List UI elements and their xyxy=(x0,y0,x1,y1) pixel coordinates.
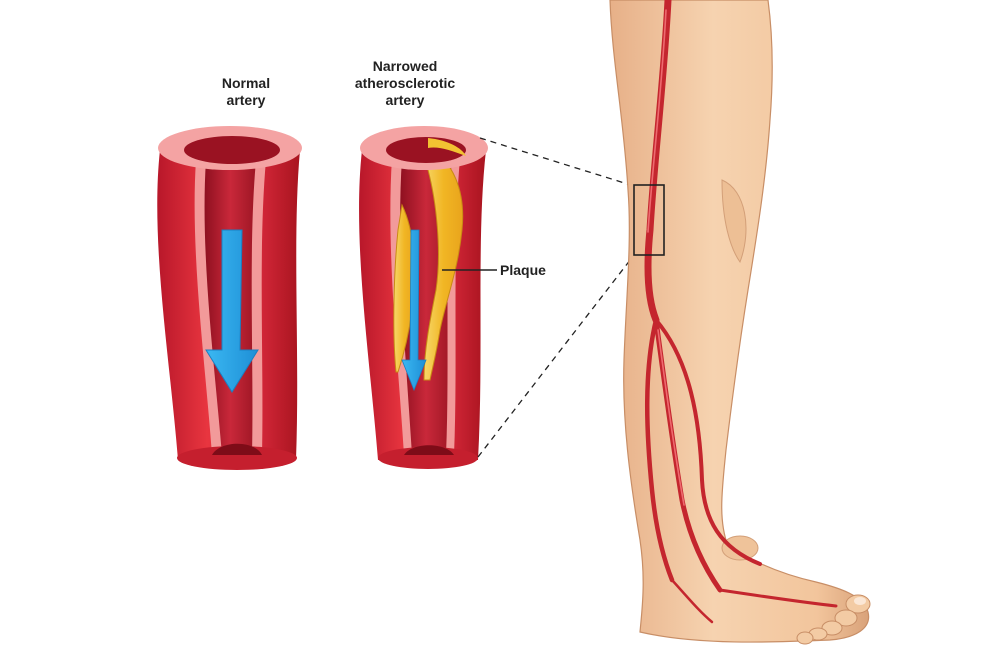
down-arrow-icon xyxy=(205,229,259,393)
label-narrowed-artery: Narrowed atherosclerotic artery xyxy=(340,58,470,109)
normal-artery xyxy=(157,126,302,470)
label-narrowed-line-2: atherosclerotic xyxy=(354,75,456,91)
label-plaque: Plaque xyxy=(500,262,546,278)
zoom-line-bottom xyxy=(477,254,635,458)
knee-contour xyxy=(721,179,747,264)
label-narrowed-line-1: Narrowed xyxy=(372,58,438,74)
label-normal-artery: Normal artery xyxy=(196,75,296,109)
peroneal-artery xyxy=(654,318,762,566)
leg-silhouette xyxy=(609,0,870,643)
narrowed-artery-bottom-rim xyxy=(378,447,478,469)
down-arrow-icon xyxy=(401,229,427,392)
narrowed-artery xyxy=(359,126,497,469)
zoom-connector xyxy=(477,137,635,458)
zoom-box xyxy=(633,184,665,256)
zoom-line-top xyxy=(479,137,635,187)
label-narrowed-line-3: artery xyxy=(385,92,425,108)
leg-arteries-highlight xyxy=(647,9,685,506)
label-normal-line-1: Normal xyxy=(221,75,271,91)
normal-artery-top-opening xyxy=(184,136,280,164)
normal-artery-bottom-rim xyxy=(177,446,297,470)
posterior-tibial-artery xyxy=(645,317,675,583)
femoral-artery xyxy=(644,0,672,324)
label-normal-line-2: artery xyxy=(226,92,266,108)
ankle-bone xyxy=(721,535,759,561)
plaque-deposit-right xyxy=(423,149,464,381)
dorsal-foot-artery xyxy=(718,588,838,608)
leg xyxy=(609,0,871,645)
